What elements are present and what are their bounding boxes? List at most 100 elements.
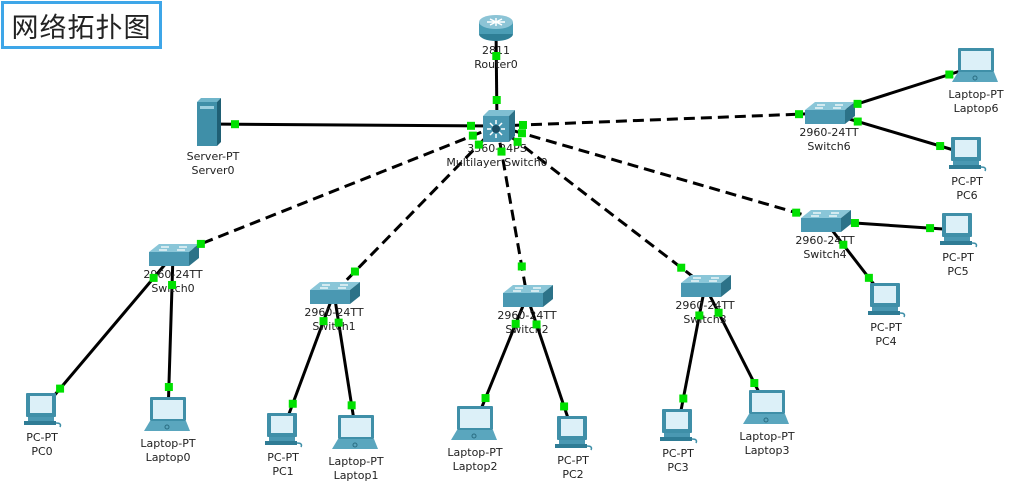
- link-mls0-switch3[interactable]: [496, 124, 706, 288]
- device-model-label: Laptop-PT: [447, 446, 502, 459]
- link-switch2-laptop2[interactable]: [473, 295, 529, 425]
- port-indicator-mls0: [513, 137, 522, 146]
- link-switch3-laptop3[interactable]: [703, 285, 769, 409]
- diagram-title-box: 网络拓扑图: [1, 1, 162, 49]
- port-indicator-switch6: [853, 117, 862, 126]
- port-indicator-pc2: [560, 402, 569, 411]
- port-indicator-mls0: [474, 140, 483, 149]
- port-indicator-server0: [230, 120, 239, 129]
- switch-icon: [681, 275, 731, 297]
- link-mls0-switch6[interactable]: [496, 111, 830, 128]
- device-name-label: Multilayer Switch0: [446, 156, 547, 169]
- pc-icon: [949, 137, 987, 172]
- port-indicator-switch4: [792, 208, 801, 217]
- device-model-label: PC-PT: [942, 251, 974, 264]
- device-model-label: PC-PT: [662, 447, 694, 460]
- device-model-label: PC-PT: [267, 451, 299, 464]
- link-server0-mls0[interactable]: [206, 122, 498, 128]
- pc-icon: [555, 416, 593, 451]
- port-indicator-switch2: [511, 319, 520, 328]
- device-model-label: PC-PT: [557, 454, 589, 467]
- device-name-label: PC6: [956, 189, 977, 202]
- device-name-label: Switch4: [803, 248, 846, 261]
- device-name-label: PC4: [875, 335, 896, 348]
- pc-icon: [940, 213, 978, 248]
- port-indicator-mls0: [518, 120, 527, 129]
- port-indicator-pc1: [288, 399, 297, 408]
- device-name-label: PC3: [667, 461, 688, 474]
- device-name-label: Laptop1: [334, 469, 379, 482]
- device-model-label: Laptop-PT: [140, 437, 195, 450]
- port-indicator-switch3: [714, 308, 723, 317]
- port-indicator-switch6: [853, 99, 862, 108]
- link-mls0-switch0[interactable]: [172, 124, 498, 257]
- port-indicator-switch1: [319, 317, 328, 326]
- port-indicator-laptop0: [164, 383, 173, 392]
- port-indicator-switch0: [196, 239, 205, 248]
- device-model-label: 2960-24TT: [143, 268, 202, 281]
- port-indicator-mls0: [492, 96, 501, 105]
- switch-icon: [801, 210, 851, 232]
- link-switch3-pc3[interactable]: [676, 285, 707, 427]
- switch-icon: [805, 102, 855, 124]
- device-model-label: 2960-24TT: [497, 309, 556, 322]
- port-indicator-switch1: [334, 318, 343, 327]
- device-name-label: PC1: [272, 465, 293, 478]
- switch-icon: [149, 244, 199, 266]
- port-indicator-pc0: [56, 384, 65, 393]
- device-name-label: Router0: [474, 58, 517, 71]
- link-switch1-laptop1[interactable]: [332, 292, 358, 434]
- ports-layer: [56, 51, 954, 411]
- diagram-title: 网络拓扑图: [11, 12, 152, 44]
- port-indicator-laptop6: [945, 70, 954, 79]
- port-indicator-switch0: [168, 280, 177, 289]
- port-indicator-pc6: [936, 142, 945, 151]
- port-indicator-switch3: [677, 263, 686, 272]
- port-indicator-switch2: [532, 320, 541, 329]
- link-mls0-switch4[interactable]: [496, 124, 826, 223]
- port-indicator-mls0: [467, 121, 476, 130]
- switch-icon: [503, 285, 553, 307]
- link-mls0-switch1[interactable]: [332, 124, 499, 295]
- device-model-label: 2960-24TT: [675, 299, 734, 312]
- device-model-label: PC-PT: [951, 175, 983, 188]
- port-indicator-mls0: [497, 147, 506, 156]
- port-indicator-switch4: [850, 219, 859, 228]
- device-model-label: 2960-24TT: [799, 126, 858, 139]
- port-indicator-router0: [492, 51, 501, 60]
- laptop-icon: [332, 415, 378, 449]
- link-router0-mls0[interactable]: [494, 27, 499, 127]
- device-name-label: Laptop6: [954, 102, 999, 115]
- port-indicator-switch4: [839, 240, 848, 249]
- device-model-label: 2811: [482, 44, 510, 57]
- pc-icon: [265, 413, 303, 448]
- device-name-label: PC0: [31, 445, 52, 458]
- device-model-label: 2960-24TT: [304, 306, 363, 319]
- device-model-label: Laptop-PT: [328, 455, 383, 468]
- port-indicator-laptop2: [481, 394, 490, 403]
- port-indicator-switch3: [695, 311, 704, 320]
- device-name-label: Server0: [191, 164, 234, 177]
